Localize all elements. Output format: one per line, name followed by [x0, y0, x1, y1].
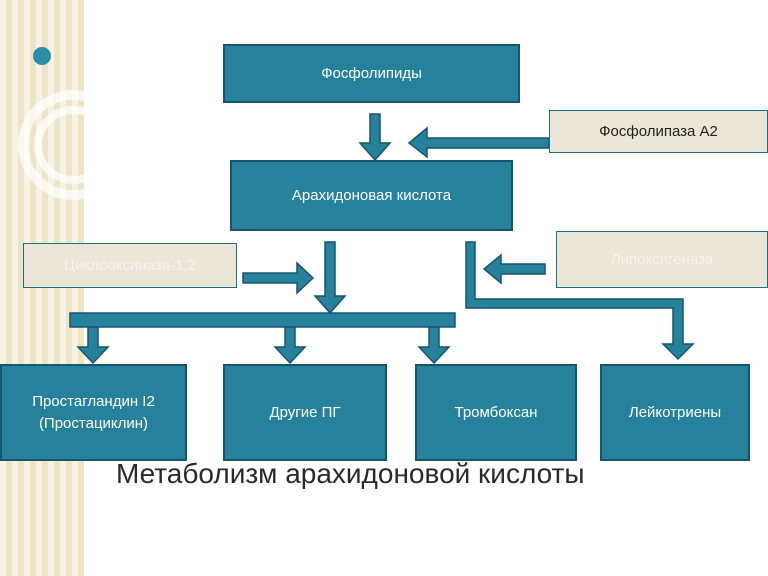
- decorative-dot: [33, 47, 51, 65]
- arrow-lipoxygenase: [482, 253, 546, 285]
- arrow-phospholipids-to-arachidonic: [358, 113, 392, 162]
- arrow-phospholipase: [407, 126, 550, 159]
- node-arachidonic-acid: Арахидоновая кислота: [230, 160, 513, 231]
- arrow-to-prostaglandin: [76, 326, 110, 365]
- distribution-bar: [69, 312, 456, 328]
- node-thromboxane: Тромбоксан: [415, 364, 577, 461]
- arrow-to-other-pg: [273, 326, 307, 365]
- node-cyclooxygenase: Циклооксиназа-1,2: [23, 243, 237, 288]
- node-other-pg: Другие ПГ: [223, 364, 387, 461]
- node-prostaglandin-i2: Простагландин I2 (Простациклин): [0, 364, 187, 461]
- node-phospholipids: Фосфолипиды: [223, 44, 520, 103]
- diagram-title: Метаболизм арахидоновой кислоты: [116, 458, 585, 489]
- node-phospholipase-a2: Фосфолипаза А2: [549, 110, 768, 153]
- arrow-cyclooxygenase: [242, 261, 315, 295]
- decorative-ring: [34, 106, 112, 184]
- arrow-lipoxygenase-path: [465, 241, 695, 361]
- arrow-to-thromboxane: [417, 326, 451, 365]
- node-leukotrienes: Лейкотриены: [600, 364, 750, 461]
- node-lipoxygenase: Липоксигеназа: [556, 231, 768, 288]
- arrow-arachidonic-to-cox: [313, 241, 347, 315]
- decorative-ring: [18, 90, 128, 200]
